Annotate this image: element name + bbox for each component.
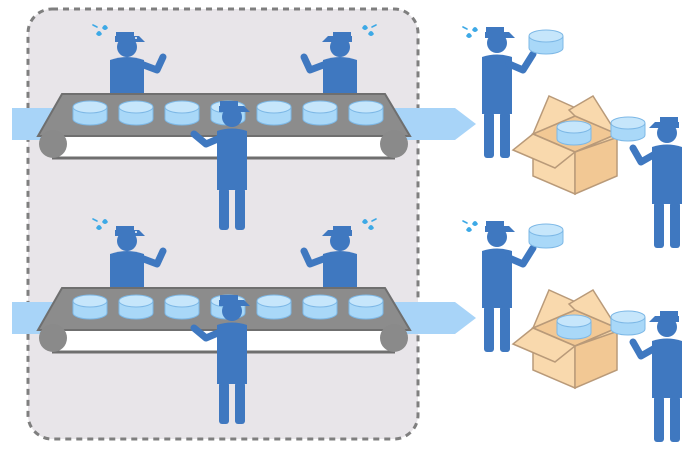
round-container-icon [256, 294, 292, 320]
worker-icon [300, 32, 357, 96]
round-container-icon [556, 314, 592, 340]
worker-icon [190, 295, 250, 424]
worker-icon [110, 32, 167, 96]
sweat-drops-icon [92, 24, 108, 36]
sweat-drops-icon [362, 24, 377, 36]
sweat-drops-icon [462, 26, 478, 38]
worker-icon [629, 311, 682, 442]
round-container-icon [256, 100, 292, 126]
belt-items [72, 100, 384, 126]
round-container-icon [302, 100, 338, 126]
worker-icon [482, 221, 537, 352]
roller [39, 130, 67, 158]
round-container-icon [302, 294, 338, 320]
sweat-drops-icon [92, 218, 108, 230]
round-container-icon [556, 120, 592, 146]
worker-icon [110, 226, 167, 290]
roller [380, 130, 408, 158]
round-container-icon [348, 100, 384, 126]
line-1 [12, 24, 682, 248]
round-container-icon [610, 116, 646, 142]
round-container-icon [72, 100, 108, 126]
sweat-drops-icon [362, 218, 377, 230]
line-2 [12, 218, 682, 442]
belt-items [72, 294, 384, 320]
worker-icon [190, 101, 250, 230]
round-container-icon [118, 294, 154, 320]
round-container-icon [348, 294, 384, 320]
round-container-icon [164, 100, 200, 126]
round-container-icon [164, 294, 200, 320]
worker-icon [629, 117, 682, 248]
sweat-drops-icon [462, 220, 478, 232]
roller [380, 324, 408, 352]
round-container-icon [528, 29, 564, 55]
round-container-icon [610, 310, 646, 336]
round-container-icon [118, 100, 154, 126]
worker-icon [300, 226, 357, 290]
worker-icon [482, 27, 537, 158]
round-container-icon [528, 223, 564, 249]
round-container-icon [72, 294, 108, 320]
roller [39, 324, 67, 352]
